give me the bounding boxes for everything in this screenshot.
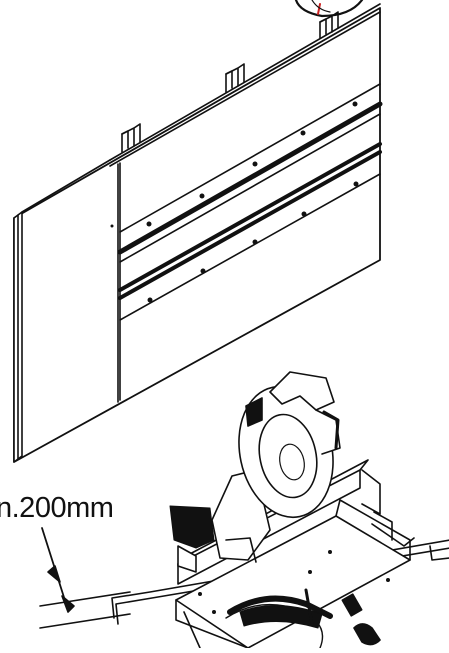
rail-upper xyxy=(117,83,383,263)
dimension-marker xyxy=(39,527,131,629)
rail-lower xyxy=(118,142,382,321)
dimension-label: n.200mm xyxy=(0,492,114,524)
screw-dots xyxy=(110,101,359,303)
front-knob xyxy=(353,623,381,646)
top-bracket xyxy=(121,123,141,153)
wall-panel xyxy=(13,0,383,463)
top-bracket xyxy=(225,63,245,93)
top-bracket xyxy=(319,11,339,39)
blade-partial-top xyxy=(294,0,364,18)
miter-saw xyxy=(111,371,449,649)
clamp-knob xyxy=(341,593,363,617)
